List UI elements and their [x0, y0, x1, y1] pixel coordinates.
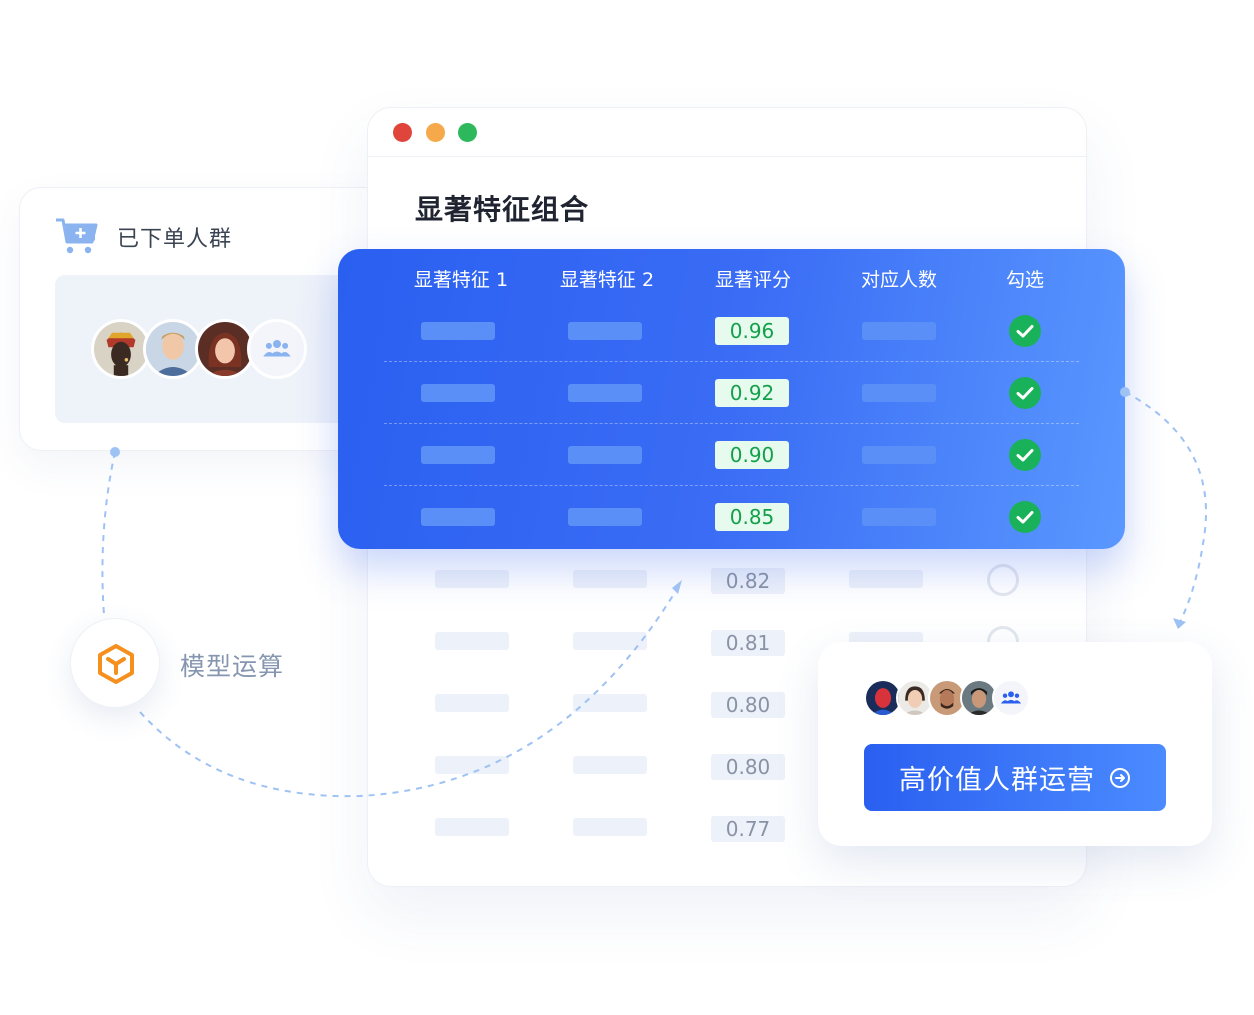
high-value-crowd-card: 高价值人群运营 — [818, 642, 1212, 846]
avatar — [143, 319, 203, 379]
table-row[interactable]: 0.77 — [368, 816, 1086, 842]
connector-table-to-card — [1124, 391, 1207, 623]
check-circle-icon[interactable] — [1009, 439, 1041, 471]
hexagon-model-icon — [98, 644, 134, 684]
arrow-head-icon — [1173, 618, 1186, 629]
feature-1-placeholder — [421, 384, 495, 402]
column-header-feature-2: 显著特征 2 — [559, 269, 655, 291]
ordered-crowd-title: 已下单人群 — [117, 227, 233, 252]
count-placeholder — [862, 322, 936, 340]
avatar — [896, 679, 934, 717]
check-circle-icon[interactable] — [1009, 501, 1041, 533]
column-header-score: 显著评分 — [714, 269, 791, 291]
high-value-crowd-button[interactable]: 高价值人群运营 — [864, 744, 1166, 811]
score-cell: 0.82 — [711, 568, 785, 594]
feature-1-placeholder — [435, 756, 509, 774]
score-cell: 0.92 — [715, 379, 789, 407]
arrow-circle-right-icon — [1110, 767, 1130, 788]
feature-2-placeholder — [573, 632, 647, 650]
column-header-select: 勾选 — [1005, 269, 1044, 291]
count-placeholder — [862, 508, 936, 526]
feature-1-placeholder — [435, 818, 509, 836]
table-row[interactable]: 0.85 — [338, 488, 1125, 550]
count-placeholder — [862, 384, 936, 402]
score-cell: 0.77 — [711, 816, 785, 842]
feature-2-placeholder — [568, 322, 642, 340]
feature-2-placeholder — [568, 446, 642, 464]
feature-1-placeholder — [421, 322, 495, 340]
crowd-avatar-panel — [55, 275, 385, 423]
table-row[interactable]: 0.90 — [338, 426, 1125, 488]
score-cell: 0.80 — [711, 754, 785, 780]
feature-2-placeholder — [573, 570, 647, 588]
maximize-dot-icon[interactable] — [458, 123, 477, 142]
model-node — [70, 618, 160, 708]
group-icon — [992, 679, 1030, 717]
feature-1-placeholder — [435, 570, 509, 588]
avatar — [864, 679, 902, 717]
count-placeholder — [862, 446, 936, 464]
feature-1-placeholder — [435, 694, 509, 712]
close-dot-icon[interactable] — [393, 123, 412, 142]
feature-1-placeholder — [421, 446, 495, 464]
avatar — [91, 319, 151, 379]
row-select-radio[interactable] — [987, 564, 1019, 596]
score-cell: 0.90 — [715, 441, 789, 469]
score-cell: 0.81 — [711, 630, 785, 656]
feature-1-placeholder — [435, 632, 509, 650]
column-header-feature-1: 显著特征 1 — [413, 269, 509, 291]
window-title: 显著特征组合 — [415, 193, 590, 226]
score-cell: 0.96 — [715, 317, 789, 345]
row-divider — [384, 485, 1079, 486]
connector-crowd-to-model — [101, 451, 116, 616]
model-label: 模型运算 — [180, 652, 285, 681]
count-placeholder — [849, 570, 923, 588]
avatar — [195, 319, 255, 379]
check-circle-icon[interactable] — [1009, 315, 1041, 347]
feature-2-placeholder — [573, 818, 647, 836]
column-header-count: 对应人数 — [860, 269, 937, 291]
table-row[interactable]: 0.82 — [368, 564, 1086, 596]
feature-2-placeholder — [573, 694, 647, 712]
feature-1-placeholder — [421, 508, 495, 526]
row-divider — [384, 361, 1079, 362]
feature-2-placeholder — [568, 508, 642, 526]
avatar — [928, 679, 966, 717]
row-divider — [384, 423, 1079, 424]
window-divider — [368, 156, 1086, 157]
table-row[interactable]: 0.96 — [338, 302, 1125, 364]
score-cell: 0.85 — [715, 503, 789, 531]
minimize-dot-icon[interactable] — [426, 123, 445, 142]
feature-2-placeholder — [568, 384, 642, 402]
table-row[interactable]: 0.92 — [338, 364, 1125, 426]
high-value-crowd-button-label: 高价值人群运营 — [899, 765, 1095, 796]
check-circle-icon[interactable] — [1009, 377, 1041, 409]
selected-rows-panel: 显著特征 1 显著特征 2 显著评分 对应人数 勾选 0.96 0.92 0.9… — [338, 249, 1125, 549]
cart-icon — [56, 218, 98, 254]
feature-2-placeholder — [573, 756, 647, 774]
score-cell: 0.80 — [711, 692, 785, 718]
group-icon — [247, 319, 307, 379]
